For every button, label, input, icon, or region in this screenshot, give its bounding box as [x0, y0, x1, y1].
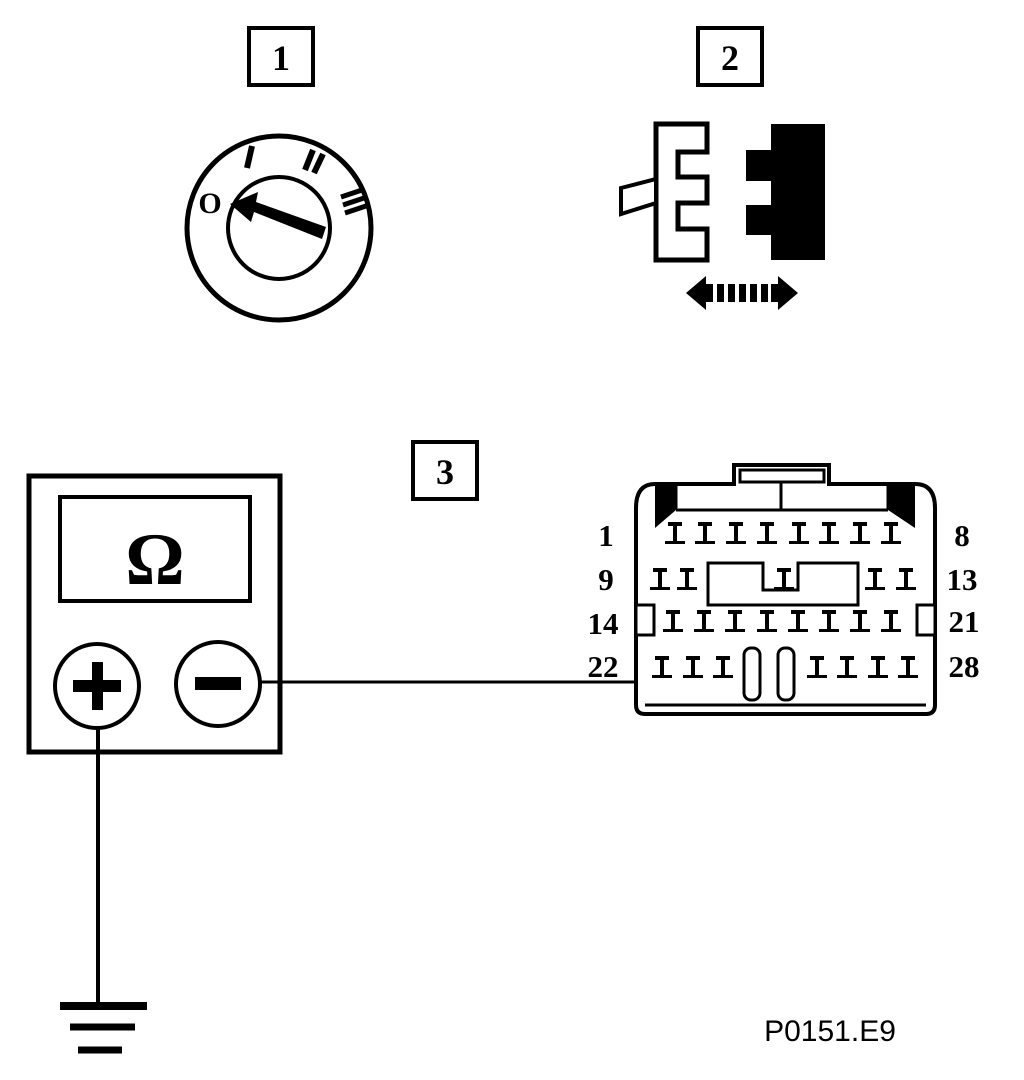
- ignition-position-off: O: [198, 187, 221, 220]
- pin-row-2: [650, 568, 916, 590]
- harness-connector-icon: [634, 463, 937, 716]
- pin-label-8: 8: [954, 518, 970, 553]
- ignition-position-i: [244, 145, 255, 169]
- pin-label-14: 14: [588, 606, 619, 641]
- ohmmeter-icon: Ω: [26, 473, 283, 755]
- step-3-label: 3: [411, 440, 479, 501]
- pin-row-4: [652, 656, 918, 678]
- negative-terminal: [174, 640, 262, 728]
- positive-terminal: [53, 642, 141, 730]
- pin-label-1: 1: [598, 518, 614, 553]
- disconnect-arrow-icon: [686, 276, 798, 310]
- ignition-position-iii: [340, 187, 367, 216]
- step-2-number: 2: [721, 38, 739, 78]
- connector-disconnect-icon: [619, 121, 825, 310]
- step-2-label: 2: [696, 26, 764, 87]
- ground-icon: [60, 1002, 147, 1054]
- ignition-position-ii: [302, 148, 326, 175]
- pin-label-28: 28: [949, 649, 980, 684]
- ignition-key-icon: O: [184, 133, 374, 323]
- ohm-symbol: Ω: [125, 519, 184, 601]
- pin-label-13: 13: [947, 562, 978, 597]
- pin-row-3: [663, 610, 901, 632]
- pin-label-21: 21: [949, 604, 980, 639]
- pin-label-9: 9: [598, 562, 614, 597]
- figure-reference: P0151.E9: [764, 1015, 896, 1048]
- step-3-number: 3: [436, 452, 454, 492]
- ignition-key-pointer: [230, 192, 326, 239]
- step-1-label: 1: [247, 26, 315, 87]
- pin-row-1: [665, 522, 901, 544]
- meter-display: [58, 495, 252, 603]
- step-1-number: 1: [272, 38, 290, 78]
- pin-label-22: 22: [588, 649, 619, 684]
